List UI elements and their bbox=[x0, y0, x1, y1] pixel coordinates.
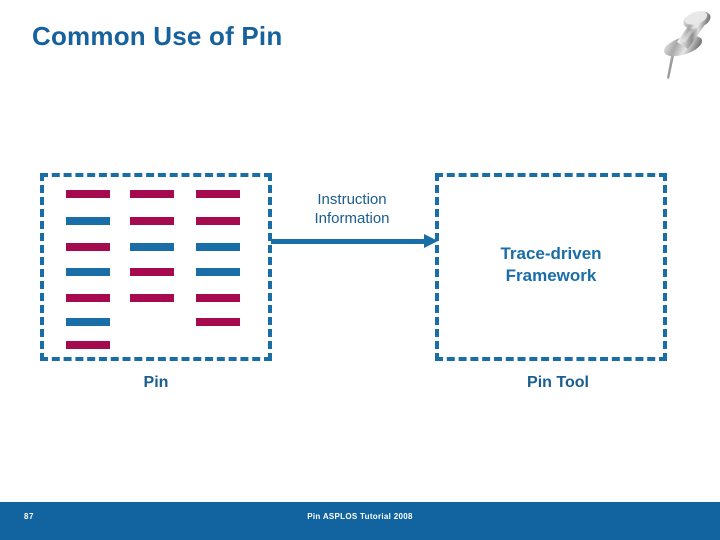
instruction-bar bbox=[66, 268, 110, 276]
instruction-bar bbox=[196, 268, 240, 276]
pin-tool-container-box bbox=[435, 173, 667, 361]
instruction-bar bbox=[196, 190, 240, 198]
instruction-bar bbox=[66, 341, 110, 349]
framework-label: Trace-driven Framework bbox=[448, 243, 654, 287]
push-pin-icon bbox=[652, 2, 712, 88]
instruction-bar bbox=[66, 243, 110, 251]
framework-label-line-2: Framework bbox=[505, 266, 597, 286]
instruction-bar bbox=[130, 190, 174, 198]
arrow-label-line-1: Instruction bbox=[317, 191, 387, 208]
footer-page-number: 87 bbox=[24, 512, 34, 521]
pin-container-box bbox=[40, 173, 272, 361]
instruction-bar bbox=[196, 318, 240, 326]
arrow-label: Instruction Information bbox=[279, 190, 425, 228]
instruction-bar bbox=[66, 294, 110, 302]
pin-tool-caption: Pin Tool bbox=[527, 374, 589, 391]
footer-center-text: Pin ASPLOS Tutorial 2008 bbox=[307, 512, 413, 521]
footer-bar bbox=[0, 502, 720, 540]
instruction-bar bbox=[196, 294, 240, 302]
instruction-bar bbox=[66, 318, 110, 326]
instruction-bar bbox=[66, 217, 110, 225]
pin-caption: Pin bbox=[143, 374, 169, 391]
instruction-bar bbox=[130, 294, 174, 302]
framework-label-line-1: Trace-driven bbox=[500, 244, 602, 263]
instruction-bar bbox=[196, 217, 240, 225]
instruction-bar bbox=[130, 217, 174, 225]
arrow-label-line-2: Information bbox=[314, 210, 390, 228]
instruction-bar bbox=[130, 268, 174, 276]
right-arrow-head-icon bbox=[424, 234, 438, 248]
instruction-bar bbox=[130, 243, 174, 251]
page-title: Common Use of Pin bbox=[32, 21, 283, 51]
instruction-bar bbox=[196, 243, 240, 251]
right-arrow-icon bbox=[271, 239, 429, 244]
instruction-bar bbox=[66, 190, 110, 198]
